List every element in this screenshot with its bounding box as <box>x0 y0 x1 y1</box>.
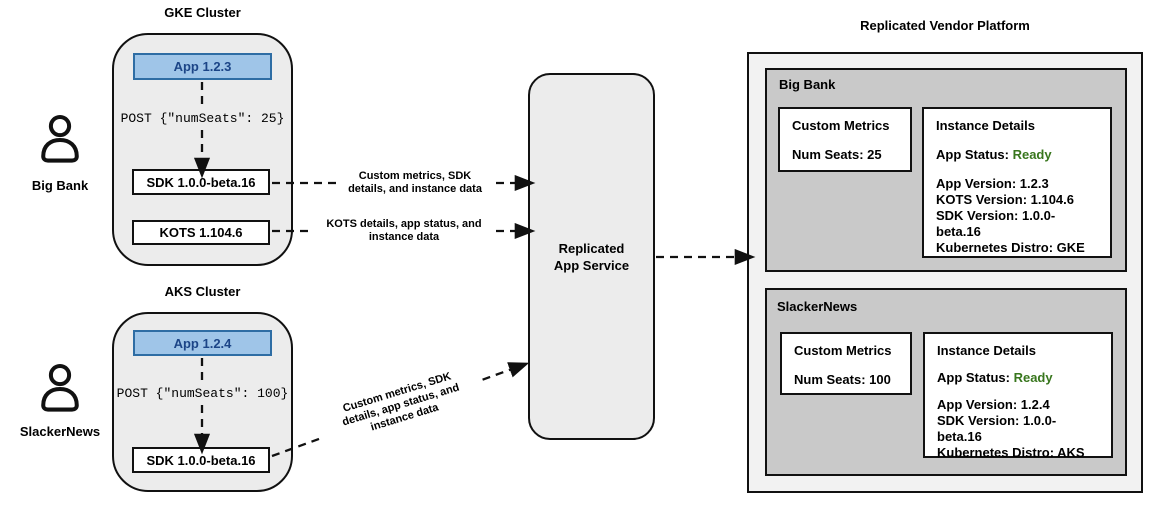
slackernews-instance-details-panel: Instance Details App Status: Ready App V… <box>923 332 1113 461</box>
sdk-version-line: SDK Version: 1.0.0-beta.16 <box>936 208 1056 239</box>
platform-slackernews-name: SlackerNews <box>777 299 858 314</box>
gke-sdk-box: SDK 1.0.0-beta.16 <box>132 169 270 195</box>
aks-post-payload: POST {"numSeats": 100} <box>116 386 289 401</box>
slackernews-label: SlackerNews <box>19 424 101 439</box>
big-bank-user-icon <box>41 114 79 163</box>
gke-kots-box: KOTS 1.104.6 <box>132 220 270 245</box>
app-status-value: Ready <box>1012 147 1052 162</box>
aks-app-box: App 1.2.4 <box>133 330 272 356</box>
slackernews-user-icon <box>41 363 79 412</box>
kubernetes-distro-line: Kubernetes Distro: AKS <box>937 445 1085 460</box>
sdk-version-line: SDK Version: 1.0.0-beta.16 <box>937 413 1057 444</box>
app-status-line: App Status: Ready <box>937 370 1099 385</box>
aks-sdk-flow-label: Custom metrics, SDK details, app status,… <box>315 361 487 450</box>
instance-details-lines: App Version: 1.2.4 SDK Version: 1.0.0-be… <box>937 397 1099 461</box>
big-bank-instance-details-panel: Instance Details App Status: Ready App V… <box>922 107 1112 258</box>
kubernetes-distro-line: Kubernetes Distro: GKE <box>936 240 1085 255</box>
custom-metrics-title: Custom Metrics <box>794 343 892 358</box>
instance-details-lines: App Version: 1.2.3 KOTS Version: 1.104.6… <box>936 176 1098 256</box>
app-version-line: App Version: 1.2.3 <box>936 176 1049 191</box>
gke-sdk-flow-label: Custom metrics, SDK details, and instanc… <box>337 169 493 197</box>
gke-post-payload: POST {"numSeats": 25} <box>120 111 285 126</box>
gke-kots-flow-label: KOTS details, app status, and instance d… <box>314 217 494 245</box>
app-status-label: App Status: <box>936 147 1009 162</box>
kots-version-line: KOTS Version: 1.104.6 <box>936 192 1075 207</box>
custom-metrics-title: Custom Metrics <box>792 118 890 133</box>
aks-cluster-title: AKS Cluster <box>164 284 241 299</box>
platform-big-bank-name: Big Bank <box>779 77 836 92</box>
num-seats-value: Num Seats: 100 <box>794 372 891 387</box>
instance-details-title: Instance Details <box>937 343 1036 358</box>
app-version-line: App Version: 1.2.4 <box>937 397 1050 412</box>
gke-app-box: App 1.2.3 <box>133 53 272 80</box>
slackernews-custom-metrics-panel: Custom Metrics Num Seats: 100 <box>780 332 912 395</box>
gke-cluster-title: GKE Cluster <box>164 5 241 20</box>
app-status-line: App Status: Ready <box>936 147 1098 162</box>
num-seats-value: Num Seats: 25 <box>792 147 882 162</box>
replicated-app-service-box: Replicated App Service <box>528 73 655 440</box>
app-status-label: App Status: <box>937 370 1010 385</box>
app-status-value: Ready <box>1013 370 1053 385</box>
aks-sdk-box: SDK 1.0.0-beta.16 <box>132 447 270 473</box>
big-bank-custom-metrics-panel: Custom Metrics Num Seats: 25 <box>778 107 912 172</box>
vendor-platform-title: Replicated Vendor Platform <box>860 18 1030 33</box>
instance-details-title: Instance Details <box>936 118 1035 133</box>
big-bank-label: Big Bank <box>31 178 89 193</box>
